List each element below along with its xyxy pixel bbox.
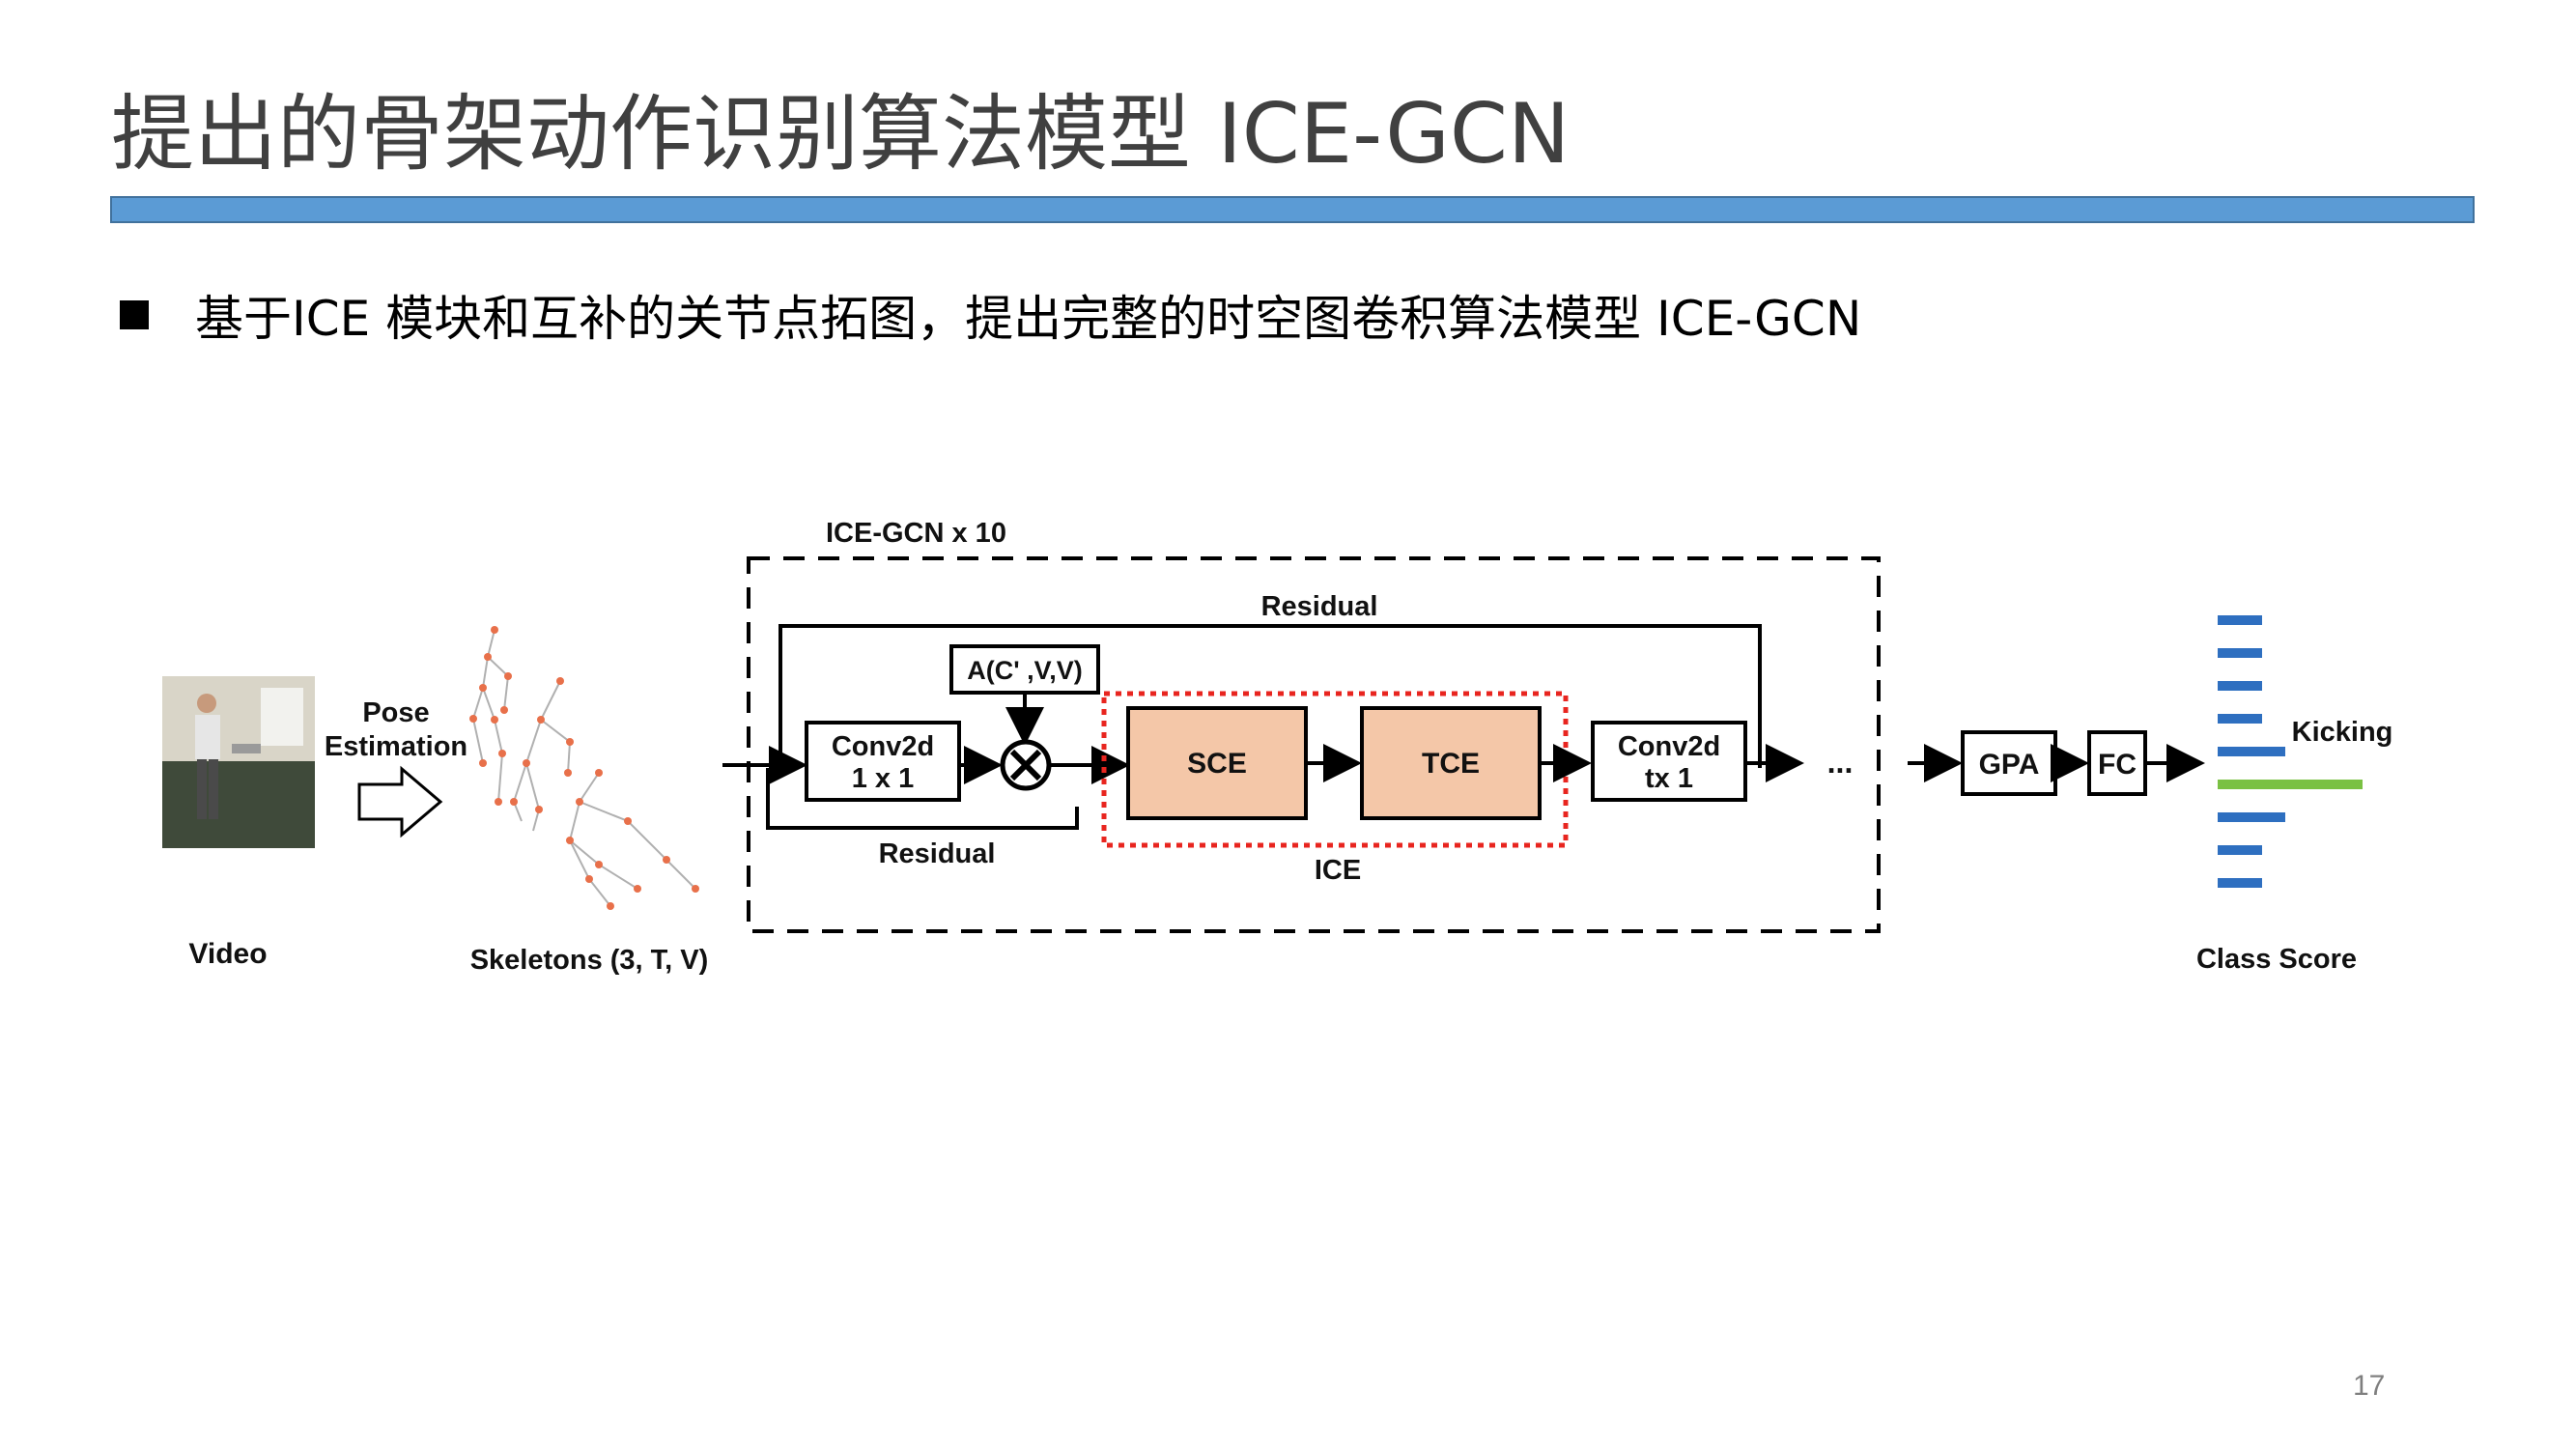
slide-title: 提出的骨架动作识别算法模型 ICE-GCN — [111, 86, 1571, 183]
conv2d-tx1-block — [1591, 721, 1747, 802]
title-underline-bar — [110, 196, 2475, 223]
residual-bottom-path — [766, 768, 1079, 830]
pose-label-line1: Pose — [362, 697, 429, 728]
score-bar — [2218, 615, 2262, 625]
repeat-label: ICE-GCN x 10 — [826, 518, 1006, 549]
score-bar — [2218, 878, 2262, 888]
page-number: 17 — [2353, 1370, 2386, 1402]
tce-label: TCE — [1422, 748, 1480, 780]
square-bullet-icon — [120, 300, 149, 329]
sce-label: SCE — [1187, 748, 1247, 780]
score-bar — [2218, 812, 2285, 822]
multiply-icon — [1000, 739, 1052, 791]
predicted-class-label: Kicking — [2292, 717, 2393, 748]
tce-block — [1360, 706, 1542, 820]
residual-bottom-label: Residual — [879, 838, 996, 869]
conv2-label-line1: Conv2d — [1618, 731, 1720, 762]
ice-label: ICE — [1315, 855, 1361, 886]
right-arrow-icon — [357, 765, 443, 838]
bullet-item: 基于ICE 模块和互补的关节点拓图，提出完整的时空图卷积算法模型 ICE-GCN — [120, 286, 1861, 347]
conv2-label-line2: tx 1 — [1645, 763, 1693, 794]
skeleton-joints — [469, 626, 699, 910]
skeleton-sequence-figure — [471, 629, 696, 907]
bullet-text: 基于ICE 模块和互补的关节点拓图，提出完整的时空图卷积算法模型 ICE-GCN — [195, 291, 1862, 347]
residual-top-label: Residual — [1261, 591, 1378, 622]
conv1-label-line1: Conv2d — [832, 731, 934, 762]
ice-gcn-block-border — [747, 556, 1881, 933]
pose-label-line2: Estimation — [325, 731, 467, 762]
sce-block — [1126, 706, 1308, 820]
score-bar — [2218, 714, 2262, 724]
conv2d-1x1-block — [805, 721, 961, 802]
adjacency-label: A(C' ,V,V) — [967, 656, 1082, 685]
skeletons-label: Skeletons (3, T, V) — [470, 945, 709, 976]
gpa-label: GPA — [1979, 749, 2040, 781]
fc-block — [2087, 730, 2147, 796]
residual-top-path — [778, 624, 1762, 768]
score-bar — [2218, 681, 2262, 691]
score-bar-highlighted — [2218, 780, 2363, 789]
score-bar — [2218, 747, 2285, 756]
fc-label: FC — [2098, 749, 2137, 781]
video-label: Video — [188, 938, 267, 970]
conv1-label-line2: 1 x 1 — [852, 763, 915, 794]
score-bar — [2218, 845, 2262, 855]
class-score-label: Class Score — [2196, 944, 2357, 975]
video-frame-image — [162, 676, 315, 848]
class-score-bars — [2218, 615, 2363, 888]
ellipsis-label: ... — [1827, 745, 1854, 780]
score-bar — [2218, 648, 2262, 658]
